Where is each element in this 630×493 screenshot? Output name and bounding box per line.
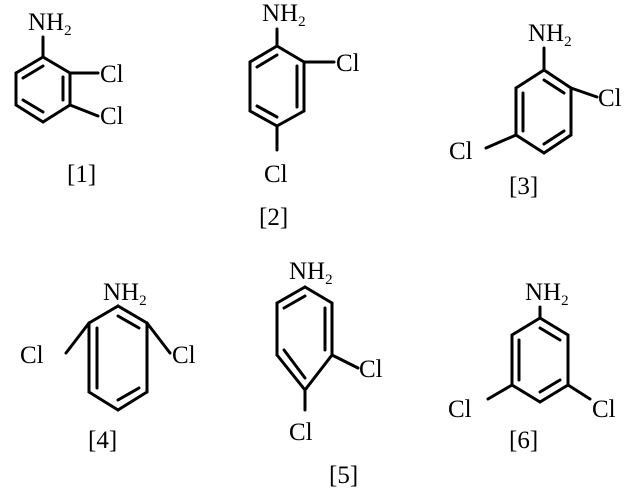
substituent-bonds — [303, 285, 360, 412]
benzene-ring — [275, 285, 334, 392]
benzene-ring — [248, 44, 306, 128]
substituent-bonds — [486, 305, 592, 401]
amino-group: NH2 — [103, 279, 147, 309]
amino-group: NH2 — [289, 258, 333, 288]
amino-label: NH — [525, 279, 561, 306]
benzene-ring — [510, 316, 570, 404]
chloro-label: Cl — [100, 61, 124, 88]
substituent-bonds — [484, 46, 599, 150]
amino-label: NH — [528, 20, 564, 47]
compound-tag: [2] — [259, 204, 288, 231]
benzene-ring — [14, 55, 72, 124]
benzene-ring — [87, 304, 149, 412]
chloro-label: Cl — [598, 85, 622, 112]
structure-5: NH2 Cl Cl [5] — [275, 258, 383, 489]
amino-subscript: 2 — [564, 34, 572, 50]
amino-group: NH2 — [525, 279, 569, 309]
compound-tag: [5] — [329, 462, 358, 489]
chloro-label: Cl — [20, 342, 44, 369]
amino-group: NH2 — [262, 0, 306, 30]
chloro-label: Cl — [359, 356, 383, 383]
amino-subscript: 2 — [298, 14, 306, 30]
compound-tag: [1] — [67, 161, 96, 188]
chloro-label: Cl — [592, 396, 616, 423]
substituent-bonds — [64, 304, 172, 355]
amino-label: NH — [289, 258, 325, 285]
amino-subscript: 2 — [561, 293, 569, 309]
structure-3: NH2 Cl Cl [3] — [449, 20, 622, 200]
compound-tag: [6] — [509, 427, 538, 454]
amino-label: NH — [28, 9, 64, 36]
substituent-bonds — [275, 27, 336, 152]
amino-label: NH — [262, 0, 298, 27]
chloro-label: Cl — [448, 396, 472, 423]
amino-subscript: 2 — [325, 272, 333, 288]
compound-tag: [4] — [88, 427, 117, 454]
chloro-label: Cl — [172, 342, 196, 369]
amino-group: NH2 — [528, 20, 572, 50]
amino-label: NH — [103, 279, 139, 306]
chloro-label: Cl — [100, 103, 124, 130]
amino-subscript: 2 — [64, 23, 72, 39]
substituent-bonds — [41, 35, 100, 118]
structure-2: NH2 Cl Cl [2] — [248, 0, 360, 231]
structure-4: NH2 Cl Cl [4] — [20, 279, 196, 454]
chloro-label: Cl — [289, 419, 313, 446]
amino-group: NH2 — [28, 9, 72, 39]
amino-subscript: 2 — [139, 293, 147, 309]
structure-1: NH2 Cl Cl [1] — [14, 9, 124, 188]
benzene-ring — [514, 68, 573, 155]
structure-6: NH2 Cl Cl [6] — [448, 279, 616, 454]
compound-tag: [3] — [509, 173, 538, 200]
chloro-label: Cl — [336, 50, 360, 77]
chloro-label: Cl — [264, 161, 288, 188]
chloro-label: Cl — [449, 138, 473, 165]
